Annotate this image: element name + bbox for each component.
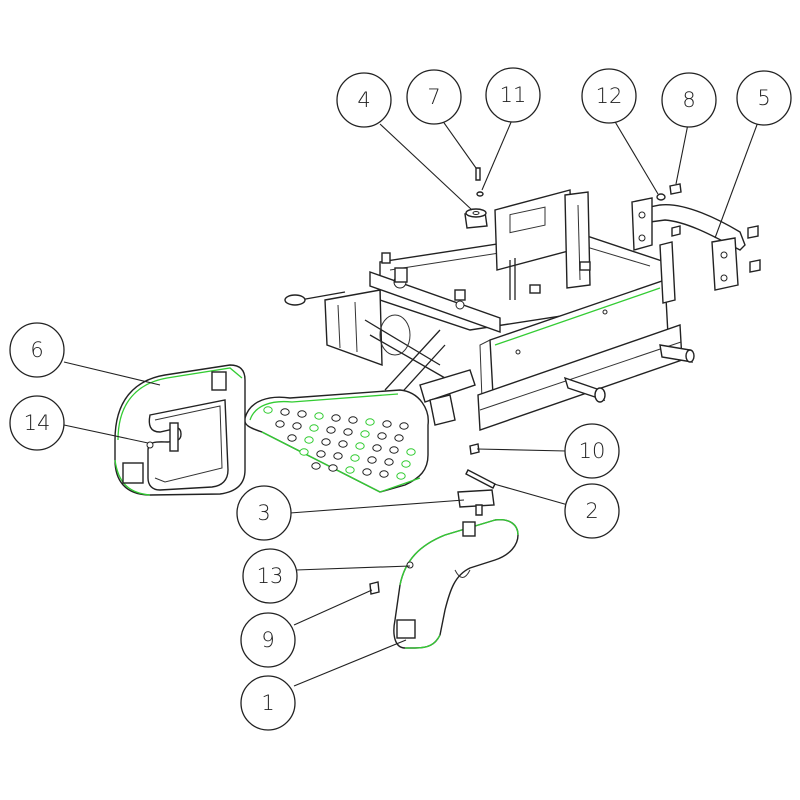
foot-plate-hole <box>321 438 331 446</box>
foot-plate-hole <box>338 440 348 448</box>
foot-plate-hole <box>275 420 285 428</box>
foot-plate-hole <box>372 444 382 452</box>
foot-plate-hole <box>382 420 392 428</box>
foot-plate-holes <box>263 406 416 480</box>
foot-plate-hole <box>389 446 399 454</box>
callout-3: 3 <box>236 485 292 541</box>
right-fender <box>393 518 519 649</box>
foot-plate-hole <box>355 442 365 450</box>
callout-2: 2 <box>564 483 620 539</box>
foot-plate-hole <box>399 422 409 430</box>
callout-10: 10 <box>564 423 620 479</box>
foot-plate <box>243 389 429 493</box>
foot-plate-hole <box>367 456 377 464</box>
callout-14: 14 <box>9 395 65 451</box>
svg-text:9: 9 <box>261 628 274 652</box>
svg-text:13: 13 <box>257 564 284 588</box>
foot-plate-hole <box>406 448 416 456</box>
foot-plate-hole <box>299 448 309 456</box>
svg-text:5: 5 <box>757 86 770 110</box>
foot-plate-hole <box>350 454 360 462</box>
foot-plate-hole <box>343 428 353 436</box>
foot-plate-hole <box>396 472 406 480</box>
svg-text:10: 10 <box>579 439 606 463</box>
foot-plate-hole <box>394 434 404 442</box>
callout-1: 1 <box>240 675 296 731</box>
callout-11: 11 <box>485 67 541 123</box>
left-fender <box>114 364 246 496</box>
foot-plate-hole <box>360 430 370 438</box>
svg-text:14: 14 <box>24 411 51 435</box>
svg-text:1: 1 <box>261 691 274 715</box>
foot-plate-hole <box>316 450 326 458</box>
foot-plate-hole <box>263 406 273 414</box>
foot-plate-hole <box>314 412 324 420</box>
svg-text:2: 2 <box>585 499 598 523</box>
leader-lines <box>63 119 759 687</box>
svg-text:3: 3 <box>257 501 270 525</box>
foot-plate-hole <box>348 416 358 424</box>
foot-plate-hole <box>280 408 290 416</box>
foot-plate-hole <box>377 432 387 440</box>
foot-plate-hole <box>297 410 307 418</box>
foot-plate-hole <box>292 422 302 430</box>
foot-plate-hole <box>401 460 411 468</box>
callout-bubbles: 4 7 11 12 8 5 6 14 <box>9 67 792 731</box>
svg-text:4: 4 <box>357 88 370 112</box>
foot-plate-hole <box>333 452 343 460</box>
foot-plate-hole <box>287 434 297 442</box>
foot-plate-hole <box>326 426 336 434</box>
svg-text:6: 6 <box>30 338 43 362</box>
foot-plate-hole <box>379 470 389 478</box>
foot-plate-hole <box>328 464 338 472</box>
foot-plate-hole <box>362 468 372 476</box>
callout-8: 8 <box>661 72 717 128</box>
svg-text:8: 8 <box>682 88 695 112</box>
foot-plate-hole <box>365 418 375 426</box>
callout-9: 9 <box>240 612 296 668</box>
callout-12: 12 <box>581 68 637 124</box>
svg-text:7: 7 <box>427 85 440 109</box>
callout-13: 13 <box>242 548 298 604</box>
foot-plate-hole <box>345 466 355 474</box>
callout-5: 5 <box>736 70 792 126</box>
foot-plate-hole <box>331 414 341 422</box>
main-frame <box>284 189 695 431</box>
callout-6: 6 <box>9 322 65 378</box>
foot-plate-hole <box>309 424 319 432</box>
callout-7: 7 <box>406 69 462 125</box>
foot-plate-hole <box>384 458 394 466</box>
svg-text:11: 11 <box>500 83 527 107</box>
callout-4: 4 <box>336 72 392 128</box>
foot-plate-hole <box>311 462 321 470</box>
foot-plate-hole <box>304 436 314 444</box>
svg-text:12: 12 <box>596 84 623 108</box>
